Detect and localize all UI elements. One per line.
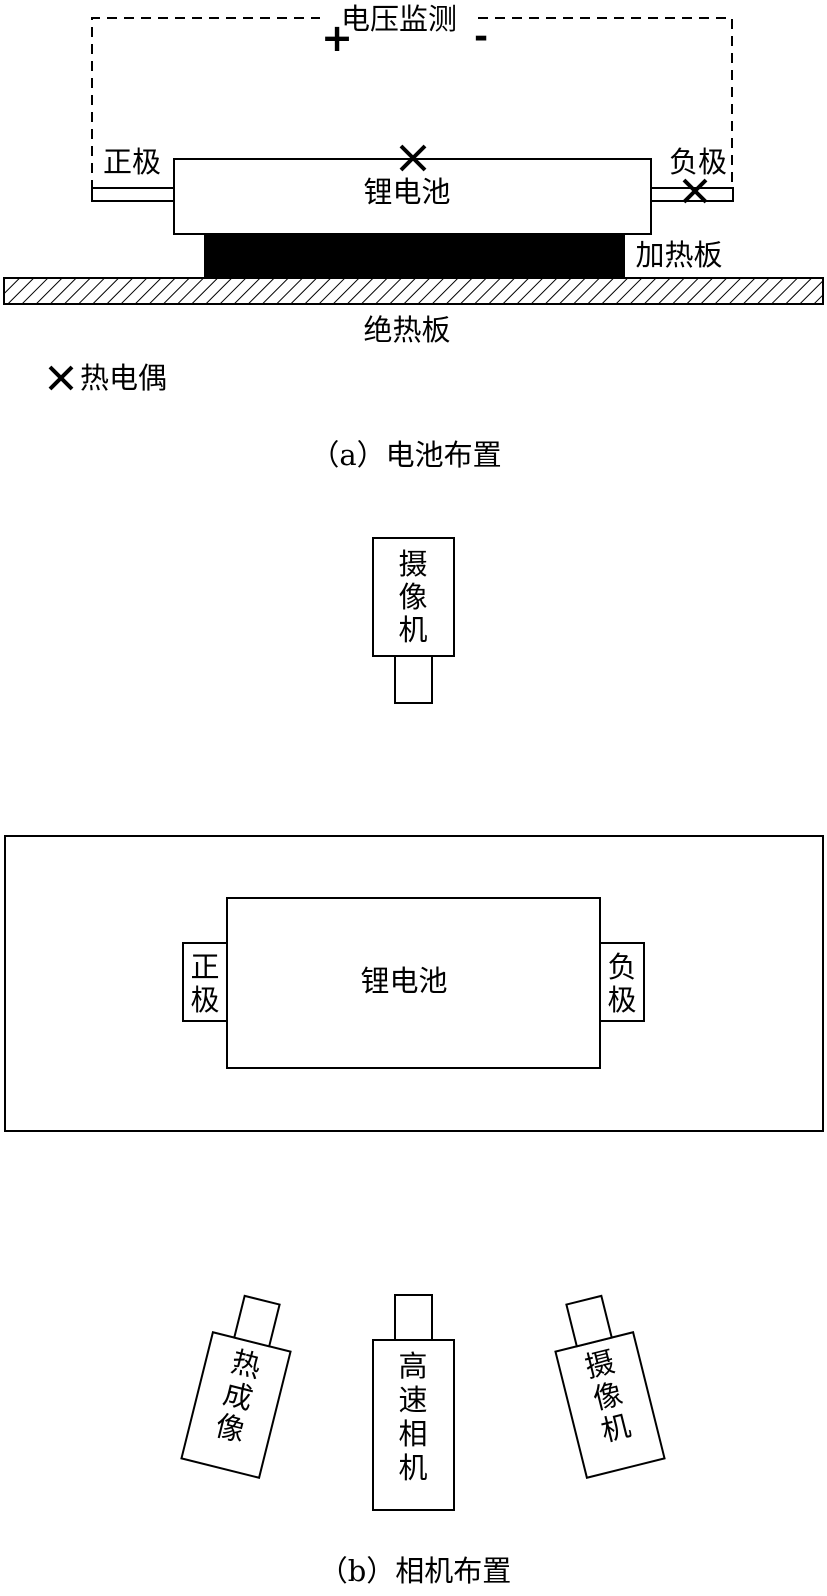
top-camera: 摄 像 机 — [372, 537, 455, 704]
svg-text:机: 机 — [398, 1451, 427, 1485]
thermocouple-icon — [399, 144, 427, 172]
legend-thermocouple-icon — [48, 365, 74, 391]
thermocouple-icon — [682, 178, 708, 204]
negative-terminal-top-view: 负 极 — [599, 942, 645, 1022]
insulation-board — [3, 277, 824, 305]
battery-top-view-label: 锂电池 — [360, 964, 447, 998]
caption-a: （a）电池布置 — [310, 438, 501, 472]
legend-thermocouple-label: 热电偶 — [80, 361, 167, 395]
insulation-board-label: 绝热板 — [363, 313, 450, 347]
svg-text:速: 速 — [398, 1383, 427, 1417]
negative-terminal-label: 负极 — [669, 145, 727, 179]
battery-body — [173, 158, 652, 235]
positive-terminal-top-view: 正 极 — [182, 942, 228, 1022]
high-speed-camera: 高 速 相 机 — [372, 1294, 455, 1511]
svg-text:极: 极 — [607, 983, 636, 1017]
svg-text:正: 正 — [190, 950, 219, 984]
positive-tab — [91, 187, 175, 202]
heating-plate-label: 加热板 — [635, 238, 722, 272]
caption-b: （b）相机布置 — [319, 1554, 512, 1588]
plus-sign: + — [321, 16, 353, 60]
panel-b-camera-layout: 摄 像 机 锂电池 正 极 负 极 热 成 像 — [4, 537, 824, 1588]
battery-top-view — [226, 897, 601, 1069]
positive-terminal-label: 正极 — [103, 145, 161, 179]
side-camera: 摄 像 机 — [554, 1294, 666, 1479]
voltage-monitor-wire — [91, 17, 733, 190]
minus-sign: - — [474, 17, 488, 57]
svg-text:高: 高 — [398, 1349, 427, 1383]
svg-text:机: 机 — [398, 613, 427, 647]
thermal-imager-camera: 热 成 像 — [180, 1294, 292, 1479]
heating-plate — [204, 234, 625, 278]
battery-label: 锂电池 — [363, 175, 450, 209]
svg-text:负: 负 — [607, 950, 636, 984]
svg-text:像: 像 — [398, 580, 427, 614]
svg-text:极: 极 — [190, 983, 219, 1017]
panel-a-battery-layout: 电压监测 + - 正极 负极 锂电池 加热板 绝热板 热电偶 — [3, 2, 824, 472]
svg-text:摄: 摄 — [398, 547, 427, 581]
voltage-monitor-label: 电压监测 — [341, 2, 457, 36]
svg-text:相: 相 — [398, 1417, 427, 1451]
